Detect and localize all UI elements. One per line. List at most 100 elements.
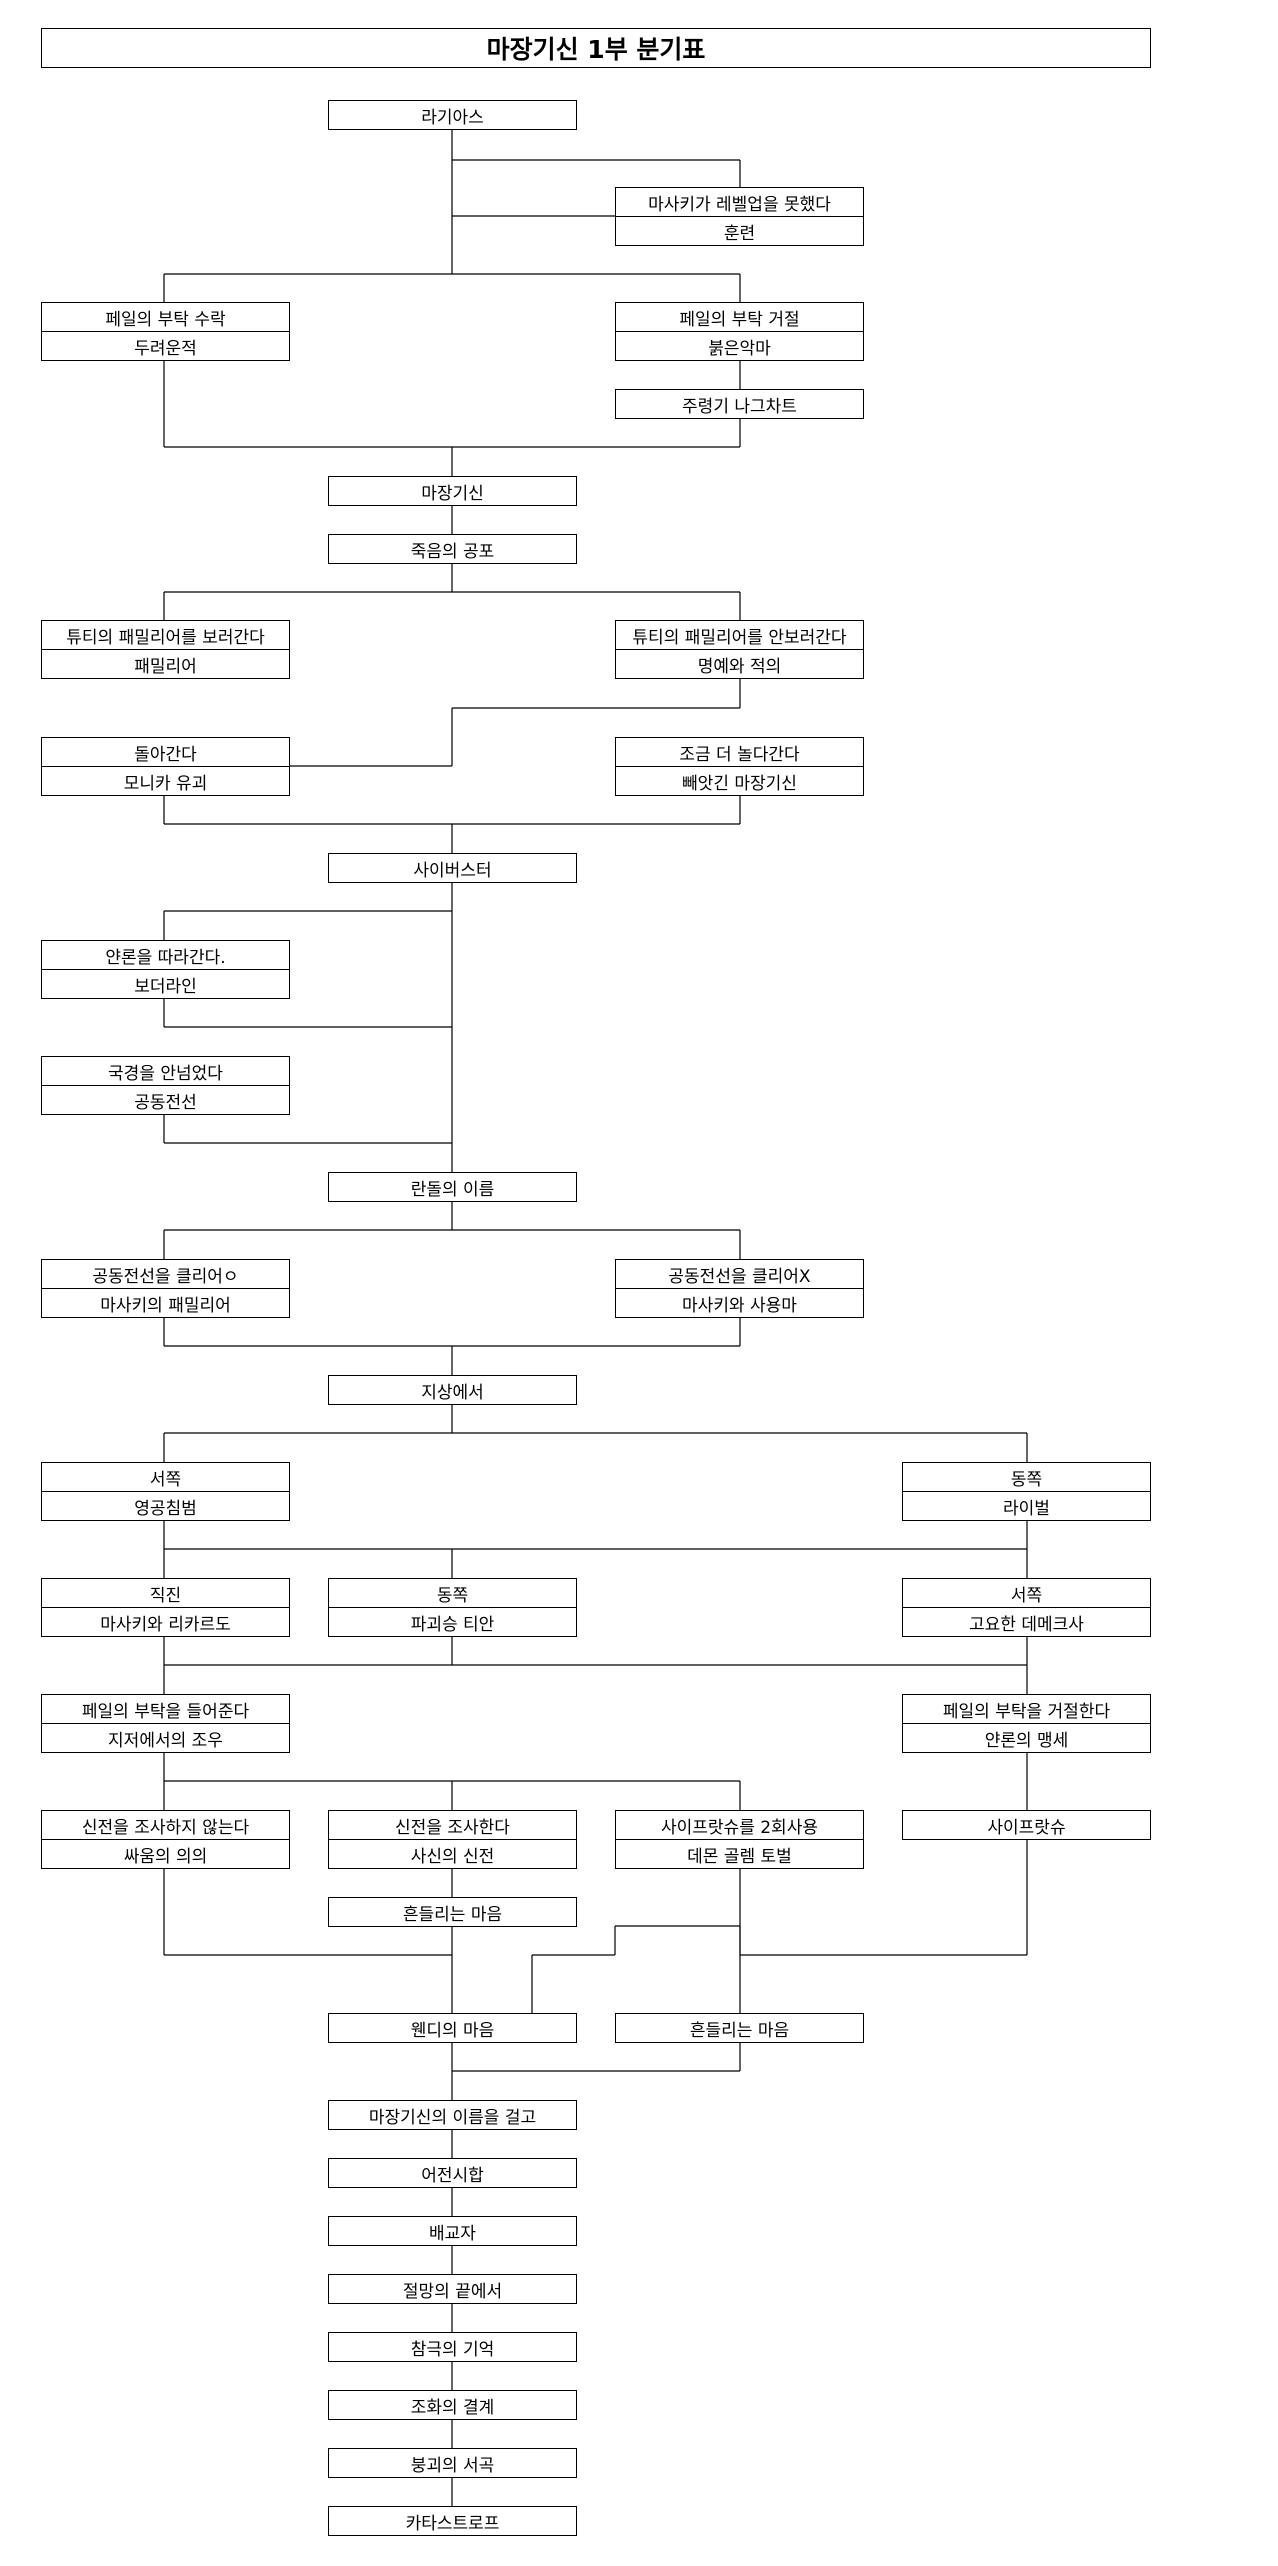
node-stage: 명예와 적의 [615, 650, 864, 679]
chart-node: 라기아스 [328, 100, 577, 130]
node-condition: 튜티의 패밀리어를 보러간다 [41, 620, 290, 650]
node-condition: 주령기 나그차트 [615, 389, 864, 419]
node-condition: 마사키가 레벨업을 못했다 [615, 187, 864, 217]
chart-title: 마장기신 1부 분기표 [41, 28, 1151, 68]
node-condition: 동쪽 [902, 1462, 1151, 1492]
node-condition: 페일의 부탁을 들어준다 [41, 1694, 290, 1724]
node-condition: 페일의 부탁 수락 [41, 302, 290, 332]
node-stage: 영공침범 [41, 1492, 290, 1521]
node-condition: 웬디의 마음 [328, 2013, 577, 2043]
chart-node: 사이버스터 [328, 853, 577, 883]
chart-node: 마장기신의 이름을 걸고 [328, 2100, 577, 2130]
node-stage: 마사키와 사용마 [615, 1289, 864, 1318]
chart-node: 지상에서 [328, 1375, 577, 1405]
node-stage: 얀론의 맹세 [902, 1724, 1151, 1753]
chart-node: 마장기신 [328, 476, 577, 506]
node-condition: 카타스트로프 [328, 2506, 577, 2536]
node-condition: 라기아스 [328, 100, 577, 130]
node-condition: 참극의 기억 [328, 2332, 577, 2362]
node-condition: 페일의 부탁을 거절한다 [902, 1694, 1151, 1724]
node-condition: 얀론을 따라간다. [41, 940, 290, 970]
node-condition: 페일의 부탁 거절 [615, 302, 864, 332]
chart-node: 카타스트로프 [328, 2506, 577, 2536]
node-condition: 흔들리는 마음 [615, 2013, 864, 2043]
node-condition: 흔들리는 마음 [328, 1897, 577, 1927]
node-condition: 신전을 조사하지 않는다 [41, 1810, 290, 1840]
chart-node: 어전시합 [328, 2158, 577, 2188]
node-stage: 붉은악마 [615, 332, 864, 361]
node-stage: 패밀리어 [41, 650, 290, 679]
node-condition: 동쪽 [328, 1578, 577, 1608]
chart-node: 사이프랏슈 [902, 1810, 1151, 1840]
node-stage: 마사키의 패밀리어 [41, 1289, 290, 1318]
node-stage: 마사키와 리카르도 [41, 1608, 290, 1637]
node-condition: 붕괴의 서곡 [328, 2448, 577, 2478]
node-stage: 빼앗긴 마장기신 [615, 767, 864, 796]
node-stage: 라이벌 [902, 1492, 1151, 1521]
node-stage: 지저에서의 조우 [41, 1724, 290, 1753]
node-stage: 데몬 골렘 토벌 [615, 1840, 864, 1869]
node-condition: 마장기신의 이름을 걸고 [328, 2100, 577, 2130]
node-stage: 두려운적 [41, 332, 290, 361]
chart-node: 흔들리는 마음 [328, 1897, 577, 1927]
node-stage: 싸움의 의의 [41, 1840, 290, 1869]
chart-node: 얀론을 따라간다.보더라인 [41, 940, 290, 999]
node-condition: 조금 더 놀다간다 [615, 737, 864, 767]
node-stage: 공동전선 [41, 1086, 290, 1115]
chart-node: 란돌의 이름 [328, 1172, 577, 1202]
node-condition: 사이프랏슈를 2회사용 [615, 1810, 864, 1840]
node-condition: 지상에서 [328, 1375, 577, 1405]
node-stage: 훈련 [615, 217, 864, 246]
node-condition: 죽음의 공포 [328, 534, 577, 564]
node-condition: 란돌의 이름 [328, 1172, 577, 1202]
node-condition: 절망의 끝에서 [328, 2274, 577, 2304]
node-condition: 사이프랏슈 [902, 1810, 1151, 1840]
node-condition: 튜티의 패밀리어를 안보러간다 [615, 620, 864, 650]
node-condition: 서쪽 [902, 1578, 1151, 1608]
chart-node: 웬디의 마음 [328, 2013, 577, 2043]
node-condition: 국경을 안넘었다 [41, 1056, 290, 1086]
node-stage: 모니카 유괴 [41, 767, 290, 796]
node-condition: 사이버스터 [328, 853, 577, 883]
node-stage: 파괴승 티안 [328, 1608, 577, 1637]
node-stage: 보더라인 [41, 970, 290, 999]
chart-node: 배교자 [328, 2216, 577, 2246]
chart-node: 조화의 결계 [328, 2390, 577, 2420]
node-condition: 공동전선을 클리어X [615, 1259, 864, 1289]
chart-node: 주령기 나그차트 [615, 389, 864, 419]
chart-node: 절망의 끝에서 [328, 2274, 577, 2304]
node-condition: 공동전선을 클리어ㅇ [41, 1259, 290, 1289]
node-condition: 배교자 [328, 2216, 577, 2246]
node-stage: 사신의 신전 [328, 1840, 577, 1869]
node-condition: 어전시합 [328, 2158, 577, 2188]
node-condition: 직진 [41, 1578, 290, 1608]
chart-node: 흔들리는 마음 [615, 2013, 864, 2043]
node-condition: 신전을 조사한다 [328, 1810, 577, 1840]
chart-node: 죽음의 공포 [328, 534, 577, 564]
node-condition: 조화의 결계 [328, 2390, 577, 2420]
node-condition: 서쪽 [41, 1462, 290, 1492]
chart-node: 붕괴의 서곡 [328, 2448, 577, 2478]
